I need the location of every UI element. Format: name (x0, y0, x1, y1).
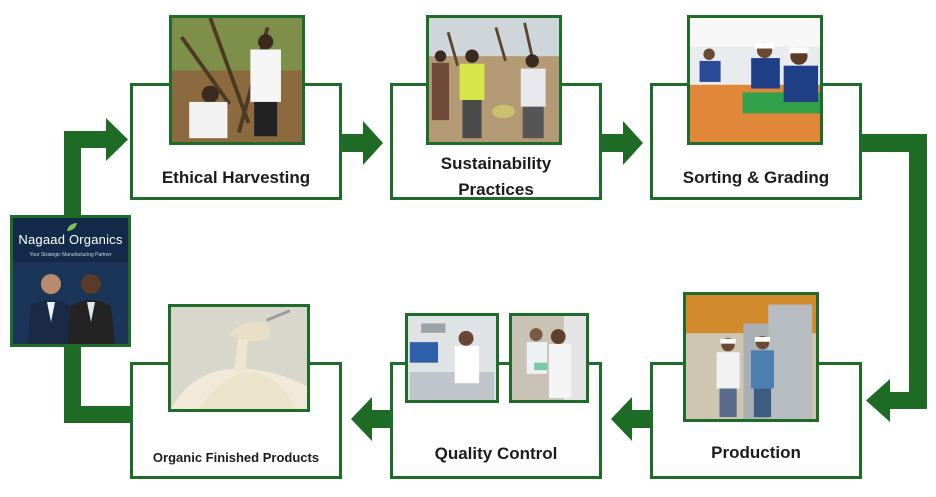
step-label-line2: Practices (458, 180, 534, 199)
leaf-icon (67, 223, 77, 231)
brand-people-photo (13, 262, 128, 344)
photo-sorting (687, 15, 823, 145)
photo-harvesting (169, 15, 305, 145)
step-label-line1: Sustainability (440, 154, 552, 173)
arrow-right-icon (623, 121, 643, 165)
step-label: Production (711, 443, 801, 462)
brand-name: Nagaad Organics (18, 232, 123, 247)
arrow-left-icon (351, 397, 372, 441)
photo-production (683, 292, 819, 422)
connector-5-6 (370, 410, 395, 428)
photo-quality-control-lab (405, 313, 499, 403)
photo-sustainability (426, 15, 562, 145)
arrow-right-icon (106, 118, 128, 161)
photo-finished-products (168, 304, 310, 412)
arrow-left-icon (611, 397, 632, 441)
brand-tagline: Your Strategic Manufacturing Partner (29, 252, 112, 258)
arrow-right-icon (363, 121, 383, 165)
connector-4-5 (630, 410, 655, 428)
step-label: Organic Finished Products (152, 450, 320, 465)
connector-1-2 (340, 134, 365, 152)
photo-quality-control-samples (509, 313, 589, 403)
arrow-left-icon (866, 379, 890, 422)
step-label: Ethical Harvesting (161, 168, 311, 187)
brand-card: Nagaad Organics Your Strategic Manufactu… (10, 215, 131, 347)
connector-2-3 (600, 134, 625, 152)
step-label: Quality Control (434, 444, 558, 463)
step-label: Sorting & Grading (682, 168, 830, 187)
